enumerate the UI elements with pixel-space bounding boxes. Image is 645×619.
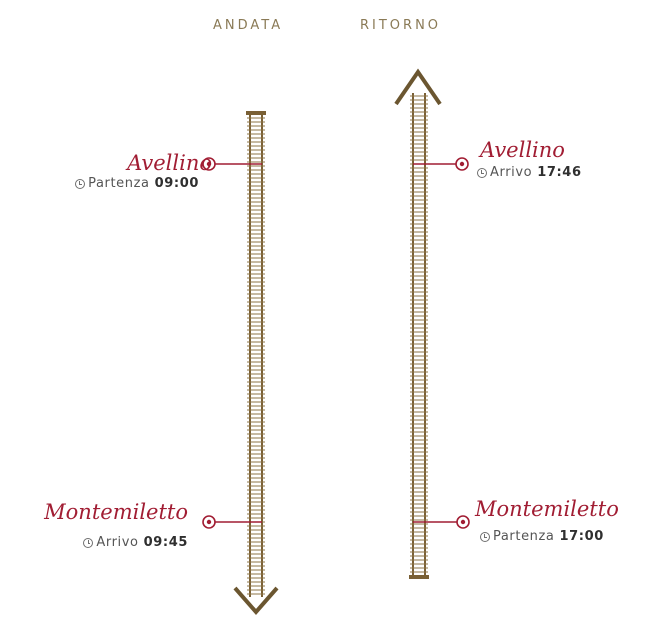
station-name-avellino-ritorno: Avellino (480, 138, 565, 162)
clock-icon (83, 538, 94, 548)
station-marker-montemiletto-andata (202, 515, 262, 529)
clock-icon (75, 179, 86, 189)
time-label-partenza: Partenza (88, 176, 150, 191)
time-value-partenza: 17:00 (559, 529, 604, 544)
station-marker-avellino-ritorno (413, 157, 469, 171)
track-ties-andata (247, 117, 265, 595)
track-ties-ritorno (410, 95, 428, 573)
clock-icon (477, 168, 487, 178)
station-marker-montemiletto-ritorno (413, 515, 470, 529)
time-label-partenza: Partenza (493, 529, 555, 544)
time-label-arrivo: Arrivo (490, 165, 533, 180)
station-marker-avellino-andata (202, 157, 262, 171)
time-value-arrivo: 17:46 (537, 165, 582, 180)
arrow-up-icon (394, 68, 442, 106)
time-row-avellino-ritorno: Arrivo 17:46 (477, 165, 582, 181)
track-andata (246, 111, 266, 597)
header-andata: ANDATA (213, 18, 284, 33)
time-row-montemiletto-ritorno: Partenza 17:00 (480, 529, 604, 545)
time-row-montemiletto-andata: Arrivo 09:45 (83, 535, 188, 551)
station-name-montemiletto-andata: Montemiletto (44, 500, 188, 524)
arrow-down-icon (233, 586, 279, 616)
time-value-arrivo: 09:45 (143, 535, 188, 550)
header-ritorno: RITORNO (360, 18, 442, 33)
track-ritorno (409, 93, 429, 579)
clock-icon (480, 532, 490, 542)
time-row-avellino-andata: Partenza 09:00 (75, 176, 199, 192)
station-name-avellino-andata: Avellino (127, 151, 212, 175)
time-value-partenza: 09:00 (154, 176, 199, 191)
time-label-arrivo: Arrivo (96, 535, 139, 550)
station-name-montemiletto-ritorno: Montemiletto (475, 497, 619, 521)
